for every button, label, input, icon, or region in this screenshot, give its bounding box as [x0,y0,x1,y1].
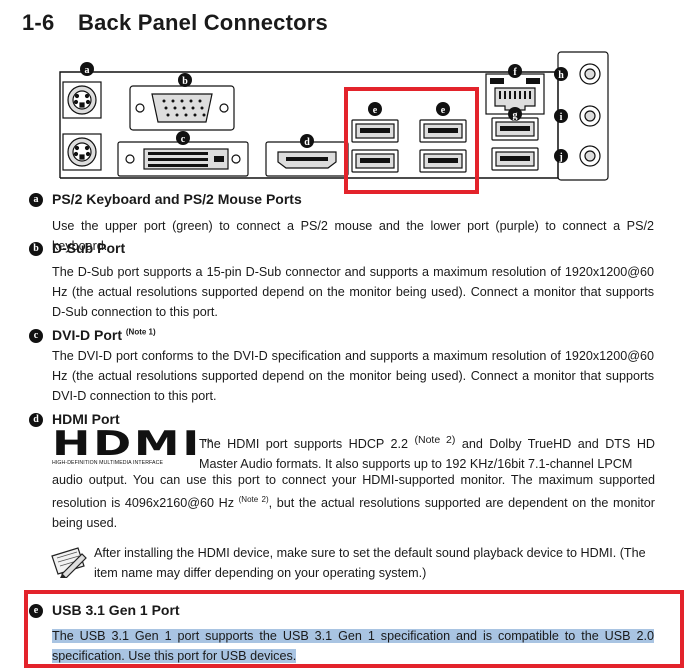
hdmi-line2b: , but the actual resolutions supported a… [52,496,655,531]
back-panel-diagram: a b c d e e f g h i j [59,51,609,181]
section-hdmi-heading: d HDMI Port [29,411,120,427]
badge-b: b [29,242,43,256]
section-ps2-title: PS/2 Keyboard and PS/2 Mouse Ports [52,191,302,207]
hdmi-logo-tm: ™ [202,439,215,449]
callout-c: c [181,134,186,145]
hdmi-logo: HDMI™ HIGH-DEFINITION MULTIMEDIA INTERFA… [52,427,214,470]
callout-d: d [304,137,310,148]
hdmi-note2a: (Note 2) [414,434,456,446]
section-dvi-text: The DVI-D port conforms to the DVI-D spe… [52,349,654,403]
note-pencil-icon [51,547,87,578]
lan-port [485,73,545,115]
section-dsub-heading: b D-Sub Port [29,240,126,256]
section-usb-text-container: The USB 3.1 Gen 1 port supports the USB … [52,626,654,666]
callout-e-left: e [373,105,378,116]
callout-b: b [182,76,188,87]
dvi-d-port [117,141,249,177]
badge-e: e [29,604,43,618]
section-ps2-heading: a PS/2 Keyboard and PS/2 Mouse Ports [29,191,302,207]
section-usb-title: USB 3.1 Gen 1 Port [52,602,180,618]
usb-port-group-3 [491,117,539,171]
callout-e-right: e [441,105,446,116]
badge-c: c [29,329,43,343]
callout-h: h [558,70,564,81]
hdmi-note2b: (Note 2) [238,495,269,504]
usb-section-highlight-box [24,590,684,668]
section-usb-text: The USB 3.1 Gen 1 port supports the USB … [52,629,654,663]
callout-j: j [558,152,562,163]
hdmi-logo-subtitle: HIGH-DEFINITION MULTIMEDIA INTERFACE [52,460,164,466]
usb-port-group-2 [419,119,467,173]
section-dsub-title: D-Sub Port [52,240,126,256]
hdmi-line2a: audio output. You can use this port to c… [52,473,655,511]
page-title: 1-6 Back Panel Connectors [22,10,328,36]
callout-f: f [513,67,517,78]
ps2-mouse-port [62,81,102,119]
badge-a: a [29,193,43,207]
section-dvi-title: DVI-D Port [52,327,122,343]
callout-i: i [560,112,563,123]
hdmi-line1a: The HDMI port supports HDCP 2.2 [199,437,409,452]
section-hdmi-title: HDMI Port [52,411,120,427]
hdmi-line1b: and Dolby TrueHD and DTS HD Master Audio… [199,437,656,472]
section-number: 1-6 [22,10,55,35]
usb-highlight-box [344,87,479,194]
hdmi-text-block-2: audio output. You can use this port to c… [52,470,655,533]
hdmi-logo-text: HDMI [52,424,203,464]
section-title: Back Panel Connectors [78,10,328,35]
section-ps2-text: Use the upper port (green) to connect a … [52,219,654,253]
callout-g: g [513,110,518,121]
section-dvi-heading: c DVI-D Port (Note 1) [29,327,156,343]
badge-d: d [29,413,43,427]
section-dsub-text: The D-Sub port supports a 15-pin D-Sub c… [52,265,654,319]
note-text: After installing the HDMI device, make s… [94,546,646,580]
callout-a: a [85,65,90,76]
usb-port-group-1 [351,119,399,173]
ps2-keyboard-port [62,133,102,171]
section-usb-heading: e USB 3.1 Gen 1 Port [29,602,180,618]
section-dvi-note: (Note 1) [125,327,156,337]
hdmi-text-block-1: The HDMI port supports HDCP 2.2 (Note 2)… [199,430,655,474]
dsub-port [129,85,235,131]
